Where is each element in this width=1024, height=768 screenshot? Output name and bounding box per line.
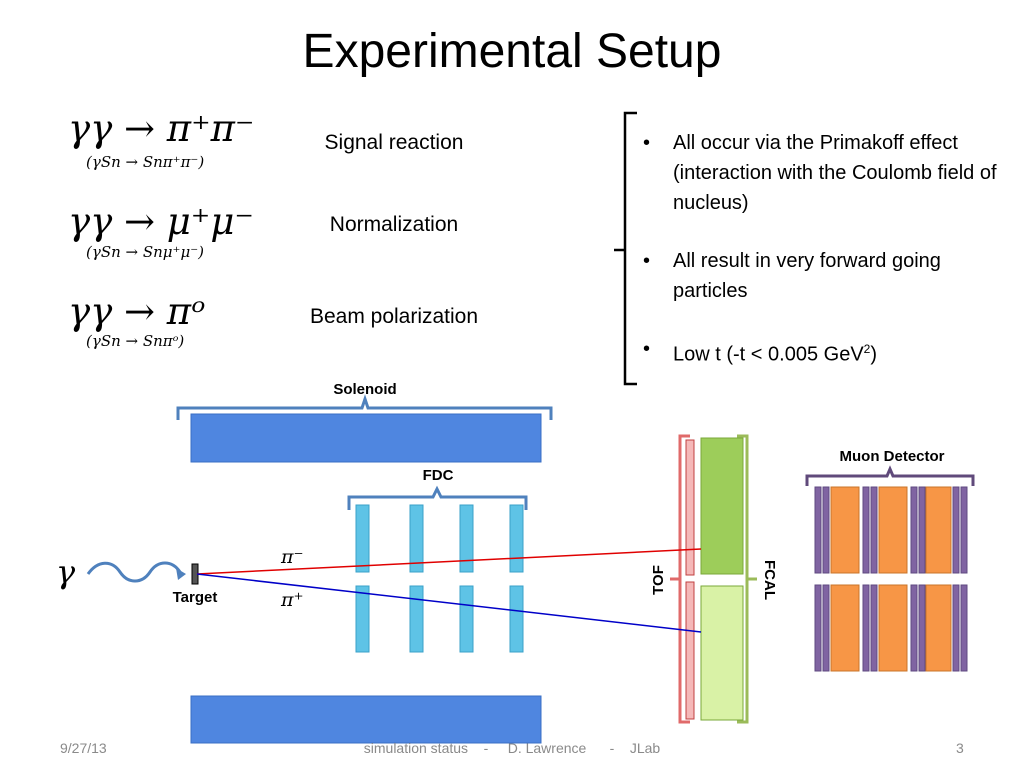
signal-reaction-label: Signal reaction — [324, 131, 464, 154]
fdc-label: FDC — [423, 467, 454, 484]
solenoid-brace — [176, 394, 553, 420]
fdc-brace — [347, 485, 528, 510]
tof-top — [685, 439, 695, 576]
bullet-primakoff: All occur via the Primakoff effect (inte… — [643, 128, 1013, 218]
solenoid-top — [190, 413, 542, 463]
bullet-forward: All result in very forward going particl… — [643, 246, 1013, 306]
gamma-symbol: γ — [56, 553, 76, 591]
pi-minus-label: π⁻ — [280, 546, 304, 568]
beam-polarization-label: Beam polarization — [309, 305, 479, 328]
fcal-top — [700, 437, 744, 575]
footer-date: 9/27/13 — [60, 740, 107, 756]
solenoid-bottom — [190, 695, 542, 744]
fdc-planes — [355, 504, 524, 653]
muon-brace — [805, 465, 975, 486]
normalization-subformula: (γSn → Snμ⁺μ⁻) — [86, 243, 204, 261]
footer-center: simulation status - D. Lawrence - JLab — [363, 740, 661, 756]
beam-polarization-subformula: (γSn → Snπᵒ) — [86, 332, 185, 350]
pi-minus-track — [196, 548, 702, 575]
fcal-label: FCAL — [761, 560, 778, 600]
pi-plus-track — [196, 573, 702, 633]
muon-orange-blocks — [830, 486, 952, 672]
pi-plus-label: π⁺ — [280, 589, 304, 611]
signal-reaction-formula: γγ → π⁺π⁻ — [68, 107, 255, 150]
beam-polarization-formula: γγ → πᵒ — [68, 290, 206, 333]
slide-title: Experimental Setup — [302, 25, 722, 78]
target-label: Target — [173, 589, 218, 606]
signal-reaction-subformula: (γSn → Snπ⁺π⁻) — [86, 153, 205, 171]
solenoid-label: Solenoid — [333, 381, 396, 398]
bullets-bracket — [614, 111, 637, 386]
normalization-formula: γγ → μ⁺μ⁻ — [68, 200, 254, 243]
normalization-label: Normalization — [329, 213, 459, 236]
muon-detector-label: Muon Detector — [840, 448, 945, 465]
photon-wave-icon — [86, 561, 182, 583]
footer-page-number: 3 — [956, 740, 964, 756]
tof-label: TOF — [650, 565, 667, 595]
muon-purple-strips — [814, 486, 968, 672]
bullet-low-t: Low t (-t < 0.005 GeV2) — [643, 334, 1013, 370]
tof-bottom — [685, 581, 695, 720]
fcal-bottom — [700, 585, 744, 721]
bullet-list: All occur via the Primakoff effect (inte… — [643, 128, 1013, 398]
